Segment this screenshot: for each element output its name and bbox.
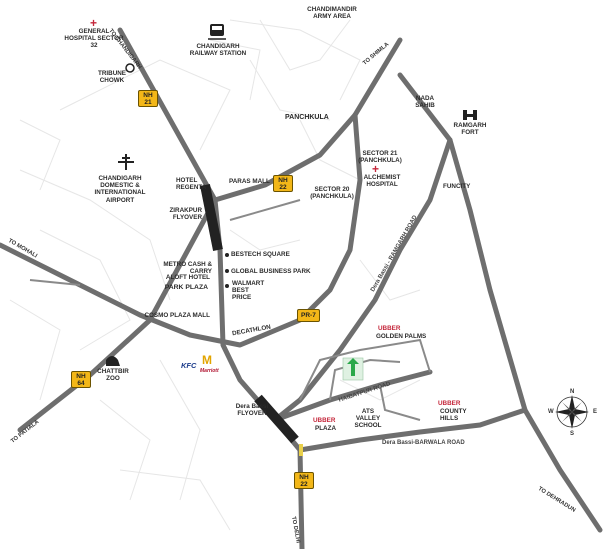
label-dera-bassi-flyover: Dera Bassi FLYOVER [235,403,269,418]
label-alchemist: ALCHEMIST HOSPITAL [363,174,401,189]
ubber-plaza-brand: UBBER [313,417,336,424]
zirakpur-flyover-bar [200,184,223,251]
label-zirakpur-flyover: ZIRAKPUR FLYOVER [169,207,202,222]
label-barwala-road: Dera Bassi-BARWALA ROAD [382,440,465,446]
kfc-logo: KFC [181,361,197,370]
hospital-icon: + [90,16,98,30]
nh22-shimla-road [212,37,403,203]
ubber-golden-palms-brand: UBBER [378,325,401,332]
label-general-hospital: GENERAL HOSPITAL SECTOR 32 [64,28,124,50]
project-marker [342,357,364,381]
label-aloft: ALOFT HOTEL [165,274,210,281]
label-global-business-park: GLOBAL BUSINESS PARK [231,268,311,275]
compass-s: S [570,431,575,437]
label-walmart: WALMART BEST PRICE [232,280,265,302]
label-county-hills: COUNTY HILLS [440,408,467,423]
label-airport: CHANDIGARH DOMESTIC & INTERNATIONAL AIRP… [94,175,146,204]
label-golden-palms: GOLDEN PALMS [376,333,427,340]
poi-dot [225,269,229,273]
ubber-county-brand: UBBER [438,400,461,407]
mcdonalds-logo: M [202,353,212,367]
label-chandimandir: CHANDIMANDIR ARMY AREA [307,6,357,21]
label-ats-valley: ATS VALLEY SCHOOL [354,408,382,430]
traffic-signal-marker [299,444,303,456]
barwala-road-path [297,407,528,453]
label-ubber-plaza: PLAZA [315,425,336,432]
tribune-chowk-marker [125,63,135,73]
dehradun-road [397,72,603,533]
airplane-icon [118,154,134,170]
label-hotel-regenta: HOTEL REGENTA [176,177,207,192]
nh21-nh22-corridor [117,27,305,549]
nh64-patiala-road [17,197,218,433]
label-ramgarh-fort: RAMGARH FORT [453,122,487,137]
label-park-plaza: PARK PLAZA [164,284,208,291]
fort-icon [463,110,477,120]
compass-rose [555,395,589,429]
label-bestech: BESTECH SQUARE [231,251,290,258]
label-chattbir-zoo: CHATTBIR ZOO [97,368,129,383]
haibatpur-road-path [272,369,433,423]
label-paras-mall: PARAS MALL [229,178,270,185]
poi-dot [225,284,229,288]
label-panchkula: PANCHKULA [285,114,329,121]
secondary-roads [29,199,431,421]
compass-e: E [593,409,598,415]
label-metro: METRO CASH & CARRY [163,261,212,276]
label-railway-station: CHANDIGARH RAILWAY STATION [189,43,247,58]
alchemist-hospital-icon: + [372,162,380,176]
label-cosmo: COSMO PLAZA MALL [144,312,210,319]
pr7-ring-road [0,112,363,348]
marriott-logo: Marriott [200,368,219,374]
pr7-badge: PR-7 [297,309,320,322]
zoo-animal-icon [106,356,120,366]
label-sector20: SECTOR 20 (PANCHKULA) [310,186,354,201]
label-nada-sahib: NADA SAHIB [415,95,435,110]
label-funcity: FUNCITY [443,183,471,190]
label-sector21: SECTOR 21 (PANCHKULA) [358,150,402,165]
dera-bassi-flyover-bar [254,394,299,444]
background-streets [9,19,421,531]
train-icon [208,24,226,40]
poi-dot [225,253,229,257]
compass-w: W [548,409,554,415]
compass-n: N [570,389,575,395]
label-tribune-chowk: TRIBUNE CHOWK [98,70,126,85]
